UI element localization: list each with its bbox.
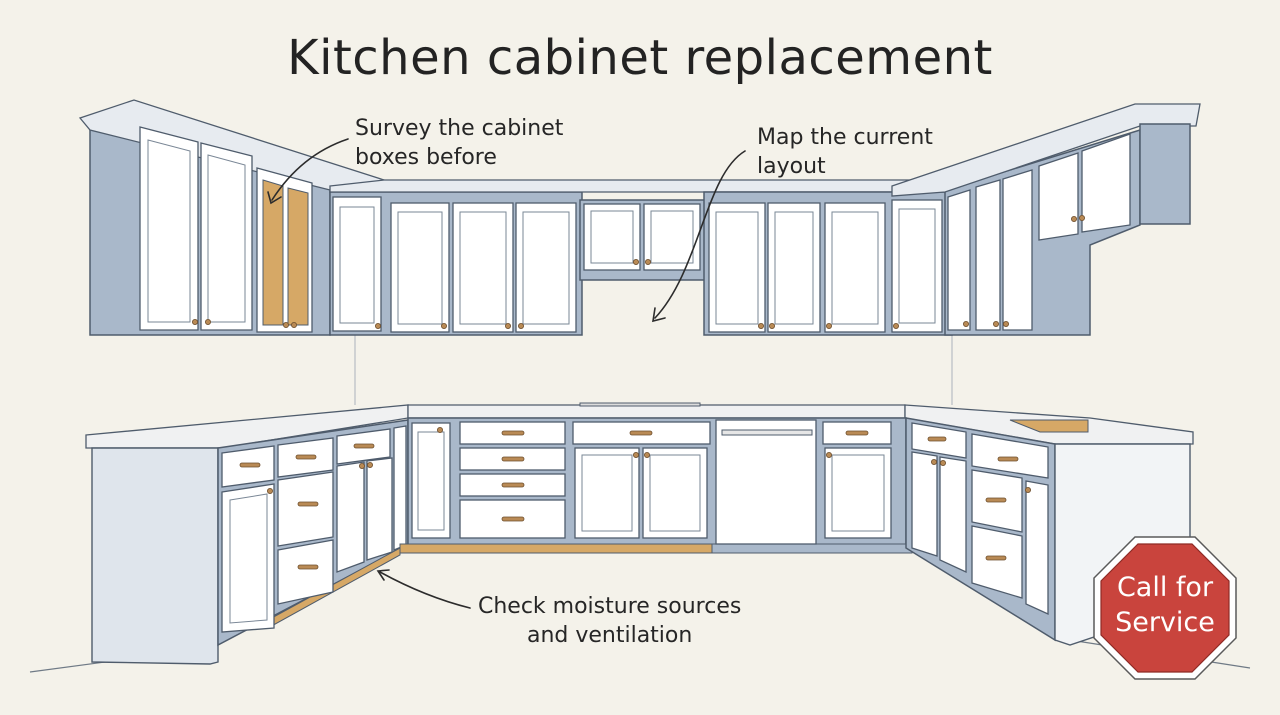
call-for-service-button[interactable]: Call for Service	[1092, 535, 1238, 681]
upper-door	[774, 211, 814, 325]
lower-door	[366, 457, 393, 561]
toe-kick	[711, 543, 913, 554]
lower-door	[574, 447, 640, 539]
upper-door	[831, 211, 879, 325]
lower-door	[939, 456, 967, 574]
upper-door	[139, 126, 199, 331]
upper-door	[207, 154, 246, 323]
call-for-service-line2: Service	[1115, 607, 1215, 638]
arrow-survey-head	[267, 191, 282, 205]
upper-door	[1038, 152, 1079, 241]
lower-door	[393, 425, 407, 551]
lower-door	[824, 447, 892, 539]
lower-door	[221, 483, 275, 633]
upper-door	[452, 202, 514, 333]
lower-door	[911, 451, 938, 557]
cooktop	[579, 402, 701, 407]
call-for-service-line1: Call for	[1116, 572, 1214, 603]
annotation-moisture: Check moisture sources and ventilation	[478, 592, 741, 650]
upper-door	[891, 199, 943, 333]
annotation-arrows	[267, 138, 746, 609]
lower-drawer	[277, 471, 334, 547]
lower-drawer	[277, 539, 334, 605]
upper-door	[590, 210, 634, 264]
upper-handles	[191, 214, 1086, 329]
upper-door	[200, 142, 253, 331]
upper-door	[650, 210, 694, 264]
annotation-map-line1: Map the current	[757, 125, 933, 150]
lower-drawer	[971, 433, 1049, 479]
dishwasher-handle	[721, 429, 813, 436]
wall-line	[354, 335, 953, 405]
upper-door	[515, 202, 577, 333]
upper-crown-center	[329, 179, 953, 193]
lower-door	[1025, 480, 1049, 616]
upper-door	[332, 196, 382, 332]
arrow-moisture-head	[376, 569, 390, 581]
lower-left-side-panel	[91, 447, 219, 665]
countertop-right-wood	[1009, 419, 1089, 433]
annotation-survey: Survey the cabinet boxes before	[355, 114, 563, 172]
upper-cabinet-right-end	[1139, 123, 1191, 225]
annotation-survey-line1: Survey the cabinet	[355, 116, 564, 141]
upper-door	[643, 203, 701, 271]
upper-door	[1081, 133, 1131, 233]
lower-door	[417, 431, 445, 531]
upper-door	[339, 206, 375, 324]
arrow-moisture	[379, 571, 471, 609]
upper-door	[147, 139, 191, 323]
lower-drawer	[971, 525, 1023, 599]
arrow-map	[654, 150, 746, 319]
lower-door	[229, 493, 268, 624]
dishwasher	[715, 419, 817, 545]
arrow-map-head	[652, 307, 666, 323]
lower-door	[831, 454, 885, 532]
lower-door	[336, 461, 365, 573]
upper-door	[708, 202, 766, 333]
lower-door	[642, 447, 708, 539]
annotation-moisture-line1: Check moisture sources	[478, 594, 742, 619]
upper-door	[715, 211, 759, 325]
upper-door	[947, 189, 971, 331]
toe-kick-wood	[399, 543, 713, 554]
upper-door	[975, 179, 1001, 331]
page-title: Kitchen cabinet replacement	[287, 30, 993, 86]
annotation-map-line2: layout	[757, 154, 826, 179]
annotation-map: Map the current layout	[757, 123, 933, 181]
arrow-survey	[271, 138, 349, 201]
lower-handles	[239, 426, 1032, 570]
survey-cabinet-highlight-inner	[287, 187, 309, 326]
annotation-survey-line2: boxes before	[355, 145, 497, 170]
upper-door	[522, 211, 570, 325]
upper-door	[767, 202, 821, 333]
annotation-moisture-line2: and ventilation	[526, 623, 693, 648]
upper-door	[459, 211, 507, 325]
lower-door	[649, 454, 701, 532]
lower-door	[581, 454, 633, 532]
survey-cabinet-highlight-inner	[262, 179, 284, 326]
upper-door	[824, 202, 886, 333]
call-for-service-label: Call for Service	[1092, 570, 1238, 640]
upper-door	[898, 208, 936, 324]
upper-door	[1002, 169, 1033, 331]
countertop-center	[407, 404, 906, 419]
upper-door	[390, 202, 450, 333]
stop-sign-icon	[1093, 536, 1237, 680]
upper-door	[397, 211, 443, 325]
upper-door	[583, 203, 641, 271]
